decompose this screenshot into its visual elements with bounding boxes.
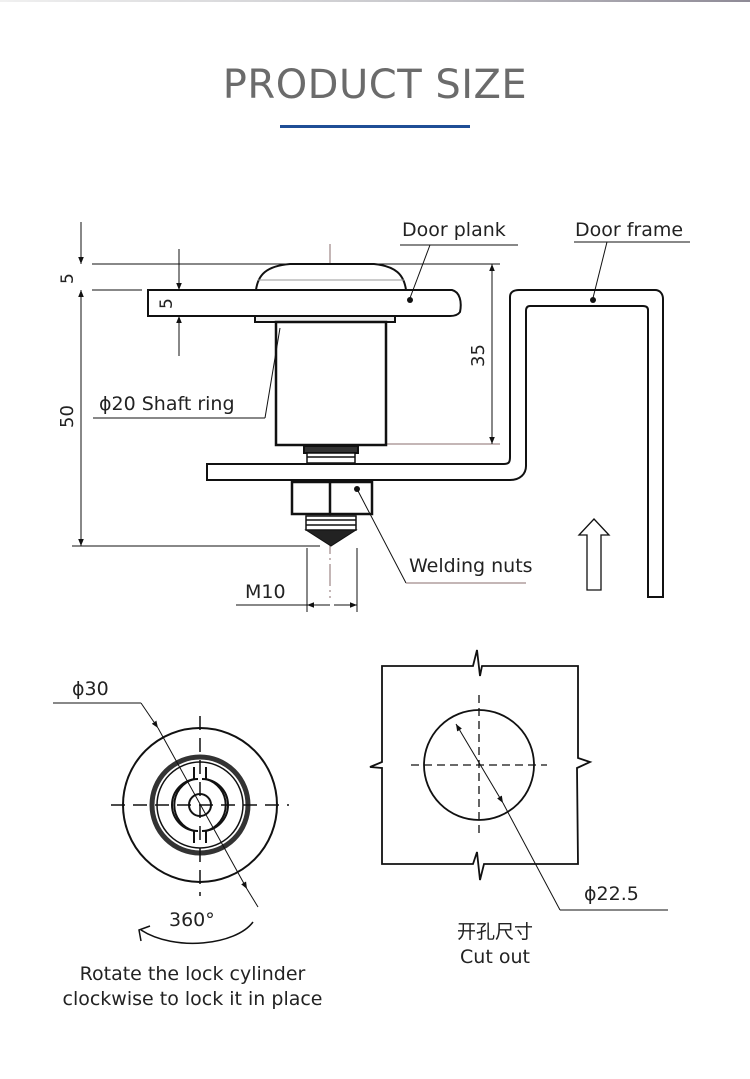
cone-tip — [304, 529, 358, 547]
front-view — [53, 702, 289, 945]
cutout-caption: 开孔尺寸 Cut out — [415, 920, 575, 970]
door-frame-label: Door frame — [575, 219, 683, 241]
dim-phi30: ϕ30 — [72, 678, 109, 700]
dim-m10: M10 — [245, 581, 286, 603]
shaft-body — [274, 320, 388, 447]
rotate-caption-line1: Rotate the lock cylinder — [79, 963, 306, 985]
dim-head-height: 5 — [58, 273, 78, 284]
welding-nuts-label: Welding nuts — [409, 555, 533, 577]
rotate-caption: Rotate the lock cylinder clockwise to lo… — [20, 962, 365, 1012]
door-plank-label: Door plank — [402, 219, 506, 241]
dim-50: 50 — [57, 405, 78, 428]
up-arrow-icon — [577, 518, 611, 591]
dim-phi22-5: ϕ22.5 — [584, 883, 639, 905]
cutout-caption-cn: 开孔尺寸 — [456, 921, 533, 943]
shaft-ring-label: ϕ20 Shaft ring — [99, 393, 235, 415]
rotation-label: 360° — [169, 909, 215, 931]
dim-35: 35 — [468, 344, 489, 367]
welding-nut — [290, 480, 374, 516]
door-plank — [147, 289, 462, 317]
cutout-caption-en: Cut out — [460, 946, 530, 968]
title-underline — [280, 125, 470, 128]
rotate-arrow-icon — [140, 921, 254, 945]
cutout-view — [369, 649, 668, 911]
dim-plank-thickness: 5 — [157, 298, 177, 309]
page-title: PRODUCT SIZE — [222, 62, 528, 108]
top-divider — [0, 0, 750, 2]
side-view — [72, 222, 690, 612]
door-frame — [206, 289, 664, 598]
rotate-caption-line2: clockwise to lock it in place — [62, 988, 323, 1010]
panel-outline — [369, 649, 593, 881]
lock-head — [255, 263, 407, 291]
